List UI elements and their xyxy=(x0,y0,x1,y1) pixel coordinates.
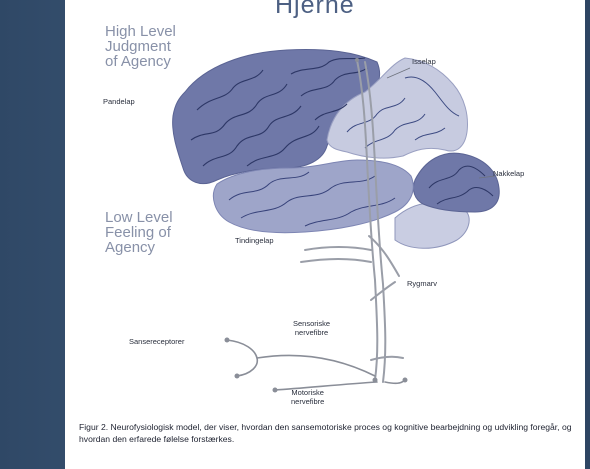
label-tindingelap: Tindingelap xyxy=(235,236,274,245)
low-level-heading: Low Level Feeling of Agency xyxy=(105,210,173,255)
label-motoriske-nervefibre: Motoriske nervefibre xyxy=(291,388,324,406)
label-sensoriske-nervefibre: Sensoriske nervefibre xyxy=(293,319,330,337)
label-sansereceptorer: Sansereceptorer xyxy=(129,337,184,346)
diagram-title: Hjerne xyxy=(275,0,355,20)
label-isselap: Isselap xyxy=(412,57,436,66)
figure-frame: Hjerne High Level Judgment of Agency Low… xyxy=(65,0,585,469)
label-pandelap: Pandelap xyxy=(103,97,135,106)
sensory-fibre-paths xyxy=(227,340,375,376)
occipital-lobe-shape xyxy=(413,153,499,212)
high-level-heading: High Level Judgment of Agency xyxy=(105,24,176,69)
label-rygmarv: Rygmarv xyxy=(407,279,437,288)
label-nakkelap: Nakkelap xyxy=(493,169,524,178)
figure-caption: Figur 2. Neurofysiologisk model, der vis… xyxy=(79,421,579,445)
